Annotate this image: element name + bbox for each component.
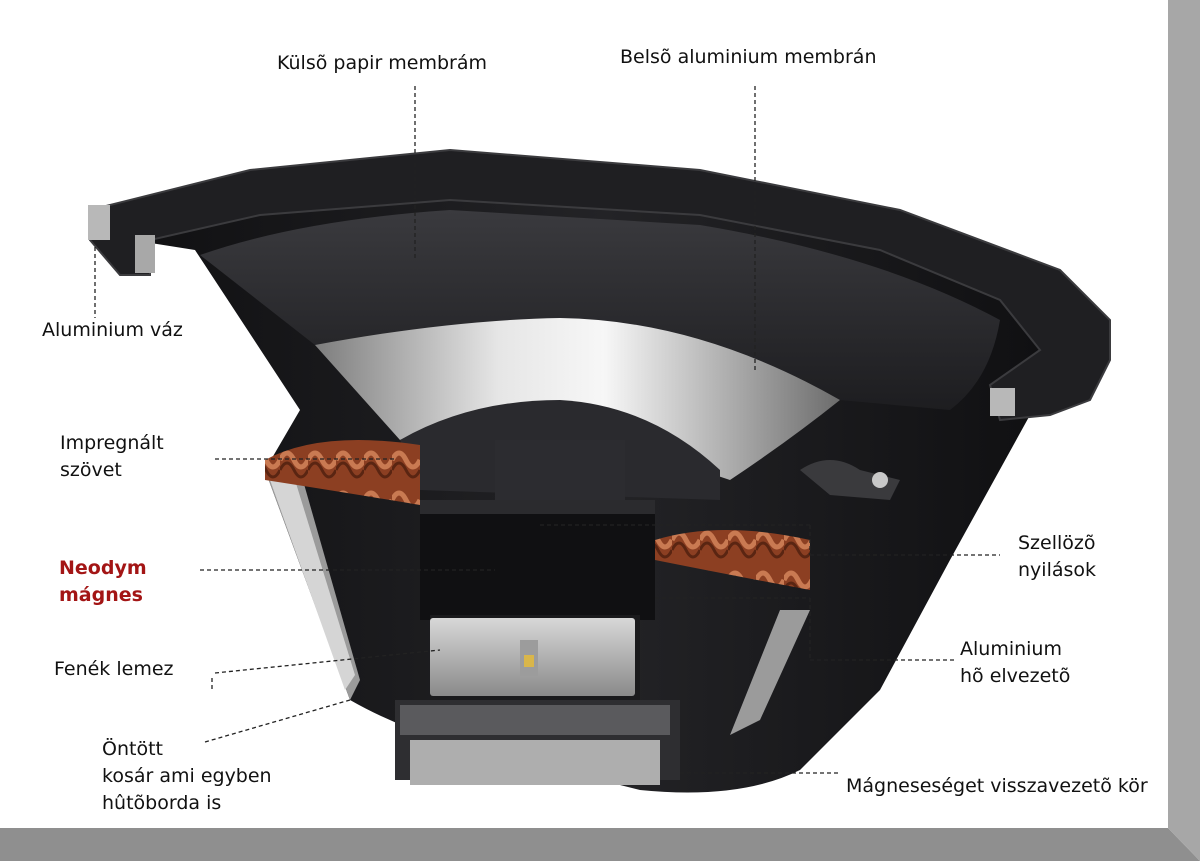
label-aluminium-heat-sink: Aluminium hõ elvezetõ <box>960 638 1071 687</box>
magnet-top <box>495 440 625 510</box>
neodymium-magnet <box>420 500 655 620</box>
leader-lines <box>94 86 1000 774</box>
label-inner-aluminium-cone: Belsõ aluminium membrán <box>620 46 877 68</box>
label-magnetic-return-circuit: Mágneseséget visszavezetõ kör <box>846 775 1148 797</box>
label-cast-basket: Öntött kosár ami egyben hûtõborda is <box>102 738 272 814</box>
outer-paper-cone <box>200 210 1000 410</box>
terminal <box>800 460 900 500</box>
label-bottom-plate: Fenék lemez <box>54 658 174 680</box>
label-outer-paper-cone: Külsõ papir membrám <box>277 52 488 74</box>
label-impregnated-fabric: Impregnált szövet <box>60 432 164 481</box>
label-neodymium-magnet: Neodym mágnes <box>59 557 147 606</box>
label-aluminium-frame: Aluminium váz <box>42 319 183 341</box>
inner-aluminium-cone <box>315 318 840 480</box>
magnetic-return-circuit <box>395 700 680 785</box>
label-vent-openings: Szellözõ nyilások <box>1018 532 1097 581</box>
impregnated-fabric <box>265 440 420 505</box>
bottom-plate <box>430 615 640 700</box>
vent-fabric <box>655 530 810 590</box>
aluminium-rim <box>88 148 1111 422</box>
